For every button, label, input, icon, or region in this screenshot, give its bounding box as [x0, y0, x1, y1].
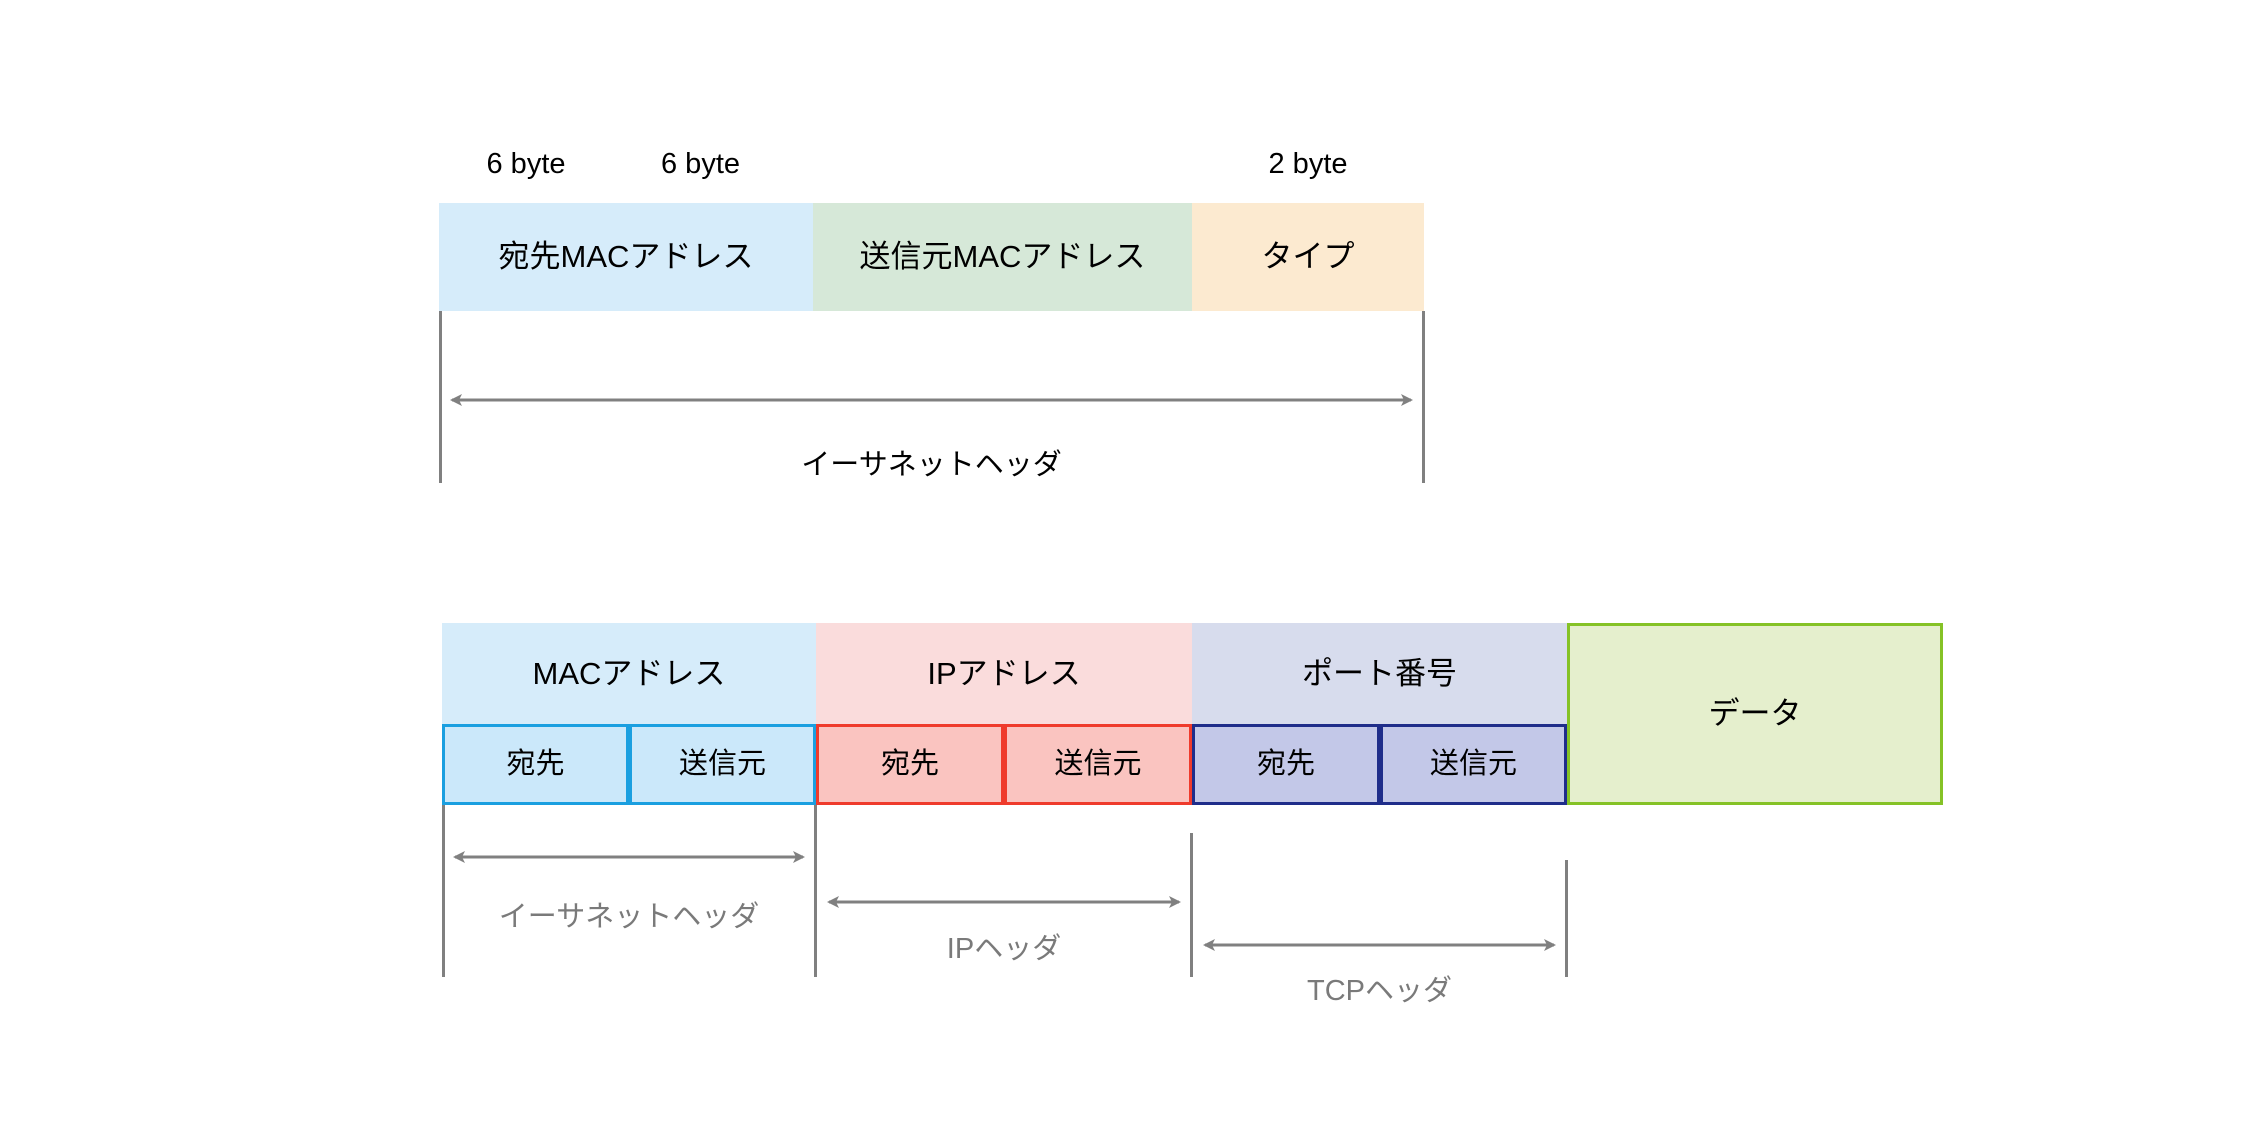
guide-line-stack-mac-ip — [814, 805, 817, 977]
subfield-label: 宛先 — [506, 748, 565, 781]
field-label: タイプ — [1261, 239, 1355, 275]
subfield-port-source: 送信元 — [1380, 724, 1567, 805]
group-title: MACアドレス — [532, 655, 726, 691]
subfield-label: 宛先 — [880, 748, 939, 781]
subfield-mac-source: 送信元 — [629, 724, 816, 805]
block-data: データ — [1567, 623, 1943, 805]
guide-line-stack-ip-port — [1190, 833, 1193, 977]
subfield-label: 送信元 — [1054, 748, 1142, 781]
field-destination-mac-address: 宛先MACアドレス — [439, 203, 813, 311]
field-label: 送信元MACアドレス — [859, 239, 1146, 275]
span-label-ip-header: IPヘッダ — [946, 933, 1062, 965]
subfield-ip-source: 送信元 — [1004, 724, 1192, 805]
data-title: データ — [1708, 696, 1802, 732]
span-arrow-ethernet-header — [450, 394, 1413, 406]
group-title: IPアドレス — [927, 655, 1081, 691]
field-source-mac-address: 送信元MACアドレス — [813, 203, 1192, 311]
guide-line-stack-left — [442, 805, 445, 977]
span-label-ethernet-header: イーサネットヘッダ — [801, 449, 1062, 481]
span-arrow-tcp-header — [1203, 939, 1556, 951]
group-title: ポート番号 — [1302, 655, 1457, 691]
group-header-port-number: ポート番号 — [1192, 623, 1567, 724]
group-header-ip-address: IPアドレス — [816, 623, 1192, 724]
subfield-label: 送信元 — [678, 748, 766, 781]
group-header-mac-address: MACアドレス — [442, 623, 816, 724]
span-label-tcp-header: TCPヘッダ — [1306, 975, 1452, 1007]
subfield-mac-destination: 宛先 — [442, 724, 629, 805]
span-label-ethernet-header-bottom: イーサネットヘッダ — [498, 901, 760, 933]
byte-label-dst-mac: 6 byte — [486, 147, 566, 180]
subfield-label: 宛先 — [1256, 748, 1315, 781]
field-label: 宛先MACアドレス — [498, 239, 754, 275]
span-arrow-ethernet-header-bottom — [453, 851, 805, 863]
guide-line-stack-port-data — [1565, 860, 1568, 977]
byte-label-src-mac: 6 byte — [661, 147, 740, 180]
guide-line-eth-left — [439, 311, 442, 483]
byte-label-type: 2 byte — [1268, 147, 1348, 180]
subfield-ip-destination: 宛先 — [816, 724, 1004, 805]
field-type: タイプ — [1192, 203, 1424, 311]
span-arrow-ip-header — [827, 896, 1181, 908]
guide-line-eth-right — [1422, 311, 1425, 483]
subfield-port-destination: 宛先 — [1192, 724, 1380, 805]
subfield-label: 送信元 — [1429, 748, 1517, 781]
